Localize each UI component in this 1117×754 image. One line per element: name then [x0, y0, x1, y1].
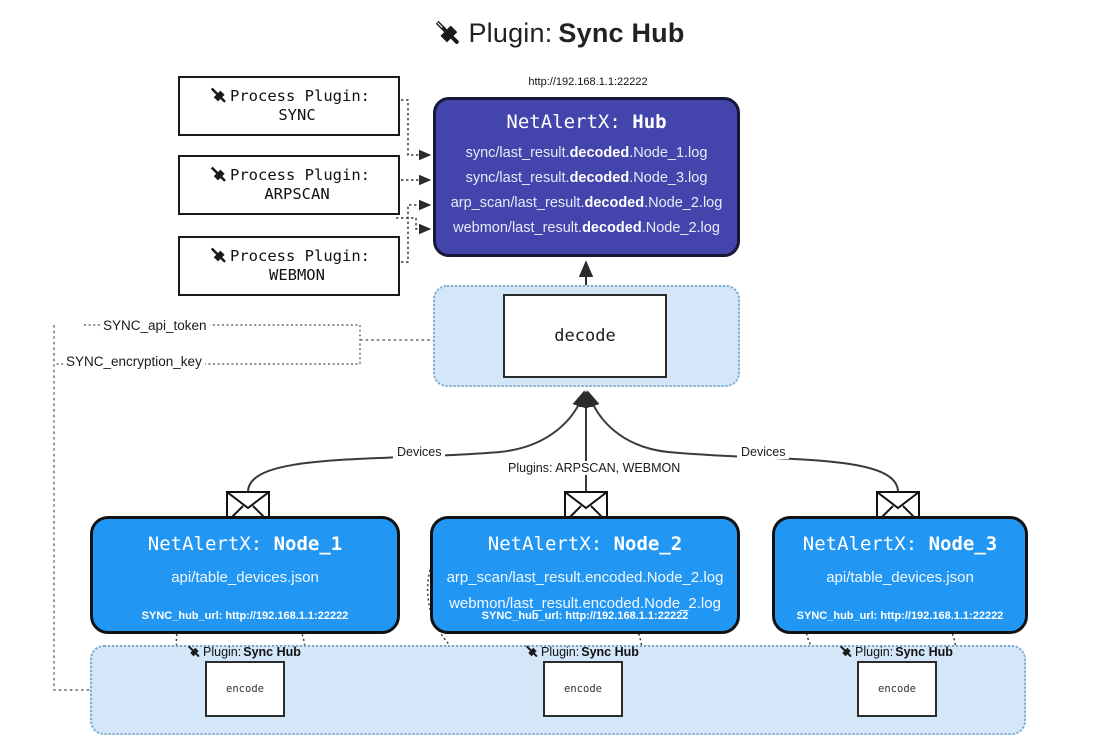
process-plugin-line2: WEBMON: [268, 266, 325, 284]
hub-log-line: sync/last_result.decoded.Node_3.log: [465, 170, 708, 186]
node-2[interactable]: NetAlertX: Node_2 arp_scan/last_result.e…: [430, 516, 740, 634]
sync-encryption-key-label: SYNC_encryption_key: [63, 354, 205, 369]
hub-node[interactable]: NetAlertX: Hub sync/last_result.decoded.…: [433, 97, 740, 257]
plug-icon: [524, 645, 539, 659]
node-line: api/table_devices.json: [171, 569, 319, 586]
plug-icon: [208, 87, 228, 105]
encode-box-2[interactable]: encode: [543, 661, 623, 717]
edge-sync-to-hubline1: [396, 99, 432, 161]
process-plugin-webmon[interactable]: Process Plugin: WEBMON: [178, 236, 400, 296]
hub-log-line: webmon/last_result.decoded.Node_2.log: [453, 220, 720, 236]
node-line: arp_scan/last_result.encoded.Node_2.log: [446, 569, 724, 586]
band-plugin-prefix: Plugin:: [855, 645, 894, 659]
band-plugin-name: Sync Hub: [581, 645, 639, 659]
hub-title-name: Hub: [632, 111, 667, 133]
node-1[interactable]: NetAlertX: Node_1 api/table_devices.json…: [90, 516, 400, 634]
plug-icon: [838, 645, 853, 659]
encode-box-1[interactable]: encode: [205, 661, 285, 717]
hub-title: NetAlertX: Hub: [436, 111, 737, 133]
page-title: Plugin: Sync Hub: [0, 18, 1117, 49]
node-line: api/table_devices.json: [826, 569, 974, 586]
band-plugin-prefix: Plugin:: [541, 645, 580, 659]
plug-icon: [186, 645, 201, 659]
hub-log-list: sync/last_result.decoded.Node_1.log sync…: [436, 141, 737, 241]
hub-url-label: http://192.168.1.1:22222: [528, 76, 648, 88]
node-body: api/table_devices.json: [775, 565, 1025, 591]
edge-label-plugins: Plugins: ARPSCAN, WEBMON: [504, 461, 685, 475]
process-plugin-line2: SYNC: [278, 106, 316, 124]
edge-label-devices-left: Devices: [393, 445, 446, 459]
encode-box-3[interactable]: encode: [857, 661, 937, 717]
edge-node1-to-decode: [247, 390, 587, 493]
title-prefix: Plugin:: [468, 18, 553, 48]
edge-token-to-band: [53, 325, 180, 696]
process-plugin-arpscan[interactable]: Process Plugin: ARPSCAN: [178, 155, 400, 215]
process-plugin-sync[interactable]: Process Plugin: SYNC: [178, 76, 400, 136]
edge-webmon-to-hubline3: [396, 199, 432, 263]
node-hub-url: SYNC_hub_url: http://192.168.1.1:22222: [796, 610, 1004, 622]
node-body: arp_scan/last_result.encoded.Node_2.log …: [433, 565, 737, 617]
node-3[interactable]: NetAlertX: Node_3 api/table_devices.json…: [772, 516, 1028, 634]
decode-box[interactable]: decode: [503, 294, 667, 378]
title-name: Sync Hub: [558, 18, 685, 48]
sync-api-token-label: SYNC_api_token: [100, 318, 210, 333]
node-body: api/table_devices.json: [93, 565, 397, 591]
process-plugin-line1: Process Plugin:: [230, 86, 370, 105]
node-hub-url: SYNC_hub_url: http://192.168.1.1:22222: [141, 610, 349, 622]
plug-icon: [208, 247, 228, 265]
node-line: webmon/last_result.encoded.Node_2.log: [449, 595, 721, 612]
band-plugin-label-2: Plugin: Sync Hub: [524, 645, 639, 659]
process-plugin-line1: Process Plugin:: [230, 246, 370, 265]
process-plugin-line1: Process Plugin:: [230, 165, 370, 184]
process-plugin-line2: ARPSCAN: [264, 185, 330, 203]
edge-label-devices-right: Devices: [737, 445, 790, 459]
plug-icon: [432, 20, 462, 48]
plug-icon: [208, 166, 228, 184]
band-plugin-label-3: Plugin: Sync Hub: [838, 645, 953, 659]
hub-title-prefix: NetAlertX:: [506, 111, 621, 133]
hub-log-line: arp_scan/last_result.decoded.Node_2.log: [450, 195, 723, 211]
node-hub-url: SYNC_hub_url: http://192.168.1.1:22222: [481, 610, 689, 622]
band-plugin-name: Sync Hub: [243, 645, 301, 659]
edge-plugin-to-hubline4: [396, 217, 432, 235]
hub-log-line: sync/last_result.decoded.Node_1.log: [465, 145, 708, 161]
edge-node3-to-decode: [585, 390, 899, 493]
node-title: NetAlertX: Node_2: [487, 533, 683, 555]
node-title: NetAlertX: Node_3: [802, 533, 998, 555]
band-plugin-prefix: Plugin:: [203, 645, 242, 659]
node-title: NetAlertX: Node_1: [147, 533, 343, 555]
band-plugin-name: Sync Hub: [895, 645, 953, 659]
band-plugin-label-1: Plugin: Sync Hub: [186, 645, 301, 659]
